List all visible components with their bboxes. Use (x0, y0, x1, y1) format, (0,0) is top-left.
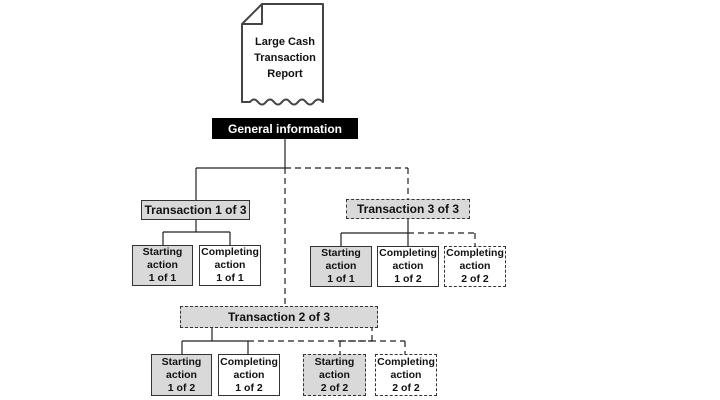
transaction-1-box: Transaction 1 of 3 (141, 200, 250, 220)
t2-start1-l2: action (166, 368, 197, 381)
t1-completing-action-box: Completing action 1 of 1 (199, 245, 261, 286)
report-title: Large Cash Transaction Report (246, 34, 324, 82)
t2-start1-l1: Starting (161, 355, 202, 368)
t2-complete1-l1: Completing (220, 355, 278, 368)
t3-start-l3: 1 of 1 (327, 273, 355, 285)
t2-complete1-l2: action (233, 368, 265, 381)
t2-complete2-l3: 2 of 2 (392, 381, 420, 394)
t3-complete1-l1: Completing (379, 247, 437, 259)
t1-start-l1: Starting (142, 246, 183, 258)
t3-completing-action-2-box: Completing action 2 of 2 (444, 246, 506, 287)
t2-starting-action-2-box: Starting action 2 of 2 (303, 354, 366, 396)
t3-complete1-l3: 1 of 2 (394, 273, 422, 285)
t2-complete2-l1: Completing (377, 355, 435, 368)
general-information-box: General information (212, 118, 358, 139)
report-title-line-3: Report (267, 68, 303, 80)
t3-complete2-l1: Completing (446, 247, 504, 259)
transaction-3-box: Transaction 3 of 3 (346, 199, 470, 219)
t2-complete1-l3: 1 of 2 (235, 381, 263, 394)
t3-complete1-l2: action (392, 260, 424, 272)
t3-start-l1: Starting (321, 247, 361, 259)
t2-complete2-l2: action (390, 368, 422, 381)
t3-completing-action-1-box: Completing action 1 of 2 (377, 246, 439, 287)
document-icon (241, 3, 324, 106)
t3-start-l2: action (325, 260, 357, 272)
t2-start1-l3: 1 of 2 (167, 381, 196, 394)
t1-complete-l3: 1 of 1 (216, 272, 244, 284)
t1-starting-action-box: Starting action 1 of 1 (132, 245, 193, 286)
report-title-line-1: Large Cash (255, 36, 315, 48)
t2-completing-action-2-box: Completing action 2 of 2 (375, 354, 437, 396)
t1-complete-l2: action (214, 259, 246, 271)
t2-start2-l2: action (319, 368, 350, 381)
solid-connectors (162, 139, 409, 354)
t1-start-l2: action (147, 259, 178, 271)
report-title-line-2: Transaction (254, 52, 316, 64)
t1-start-l3: 1 of 1 (148, 272, 177, 284)
t2-start2-l3: 2 of 2 (320, 381, 349, 394)
transaction-2-box: Transaction 2 of 3 (180, 306, 378, 328)
t3-complete2-l3: 2 of 2 (461, 273, 489, 285)
dashed-connectors (248, 167, 476, 354)
t2-starting-action-1-box: Starting action 1 of 2 (151, 354, 212, 396)
t2-start2-l1: Starting (314, 355, 355, 368)
t3-complete2-l2: action (459, 260, 491, 272)
t1-complete-l1: Completing (201, 246, 259, 258)
t3-starting-action-box: Starting action 1 of 1 (310, 246, 372, 287)
t2-completing-action-1-box: Completing action 1 of 2 (218, 354, 280, 396)
